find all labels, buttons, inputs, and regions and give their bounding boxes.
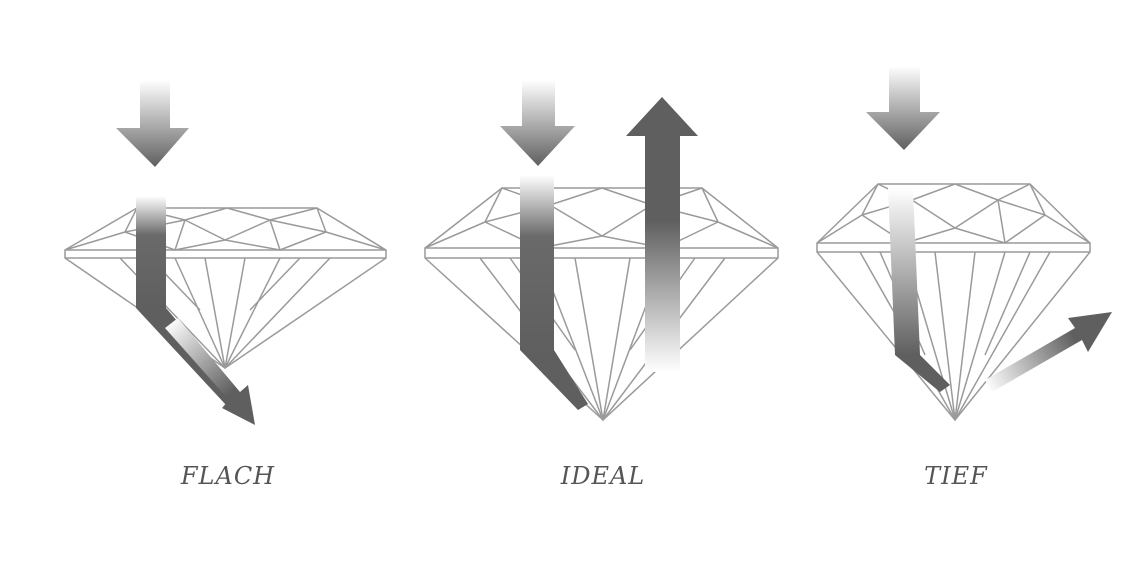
label-flach: FLACH — [180, 462, 276, 490]
light-ray — [500, 80, 698, 410]
diamond-outline — [816, 183, 1091, 421]
diamond-outline — [64, 207, 387, 369]
light-ray — [116, 80, 255, 425]
light-path-shaft — [520, 175, 554, 350]
diamond-ideal — [424, 80, 779, 421]
diamond-tief — [816, 66, 1112, 421]
light-path-reflect — [520, 350, 588, 410]
outgoing-light-arrow — [626, 97, 698, 372]
label-ideal: IDEAL — [560, 462, 646, 490]
label-tief: TIEF — [924, 462, 988, 490]
incoming-light-arrow — [866, 66, 940, 150]
light-path-shaft — [136, 196, 166, 308]
light-path-shaft — [888, 188, 920, 355]
incoming-light-arrow — [500, 80, 575, 166]
outgoing-light-arrow — [165, 318, 255, 425]
diamond-flach — [64, 80, 387, 425]
light-ray — [866, 66, 1112, 392]
incoming-light-arrow — [116, 80, 189, 167]
outgoing-light-arrow — [985, 312, 1112, 392]
diamond-outline — [424, 187, 779, 421]
light-path-exit — [895, 355, 950, 392]
